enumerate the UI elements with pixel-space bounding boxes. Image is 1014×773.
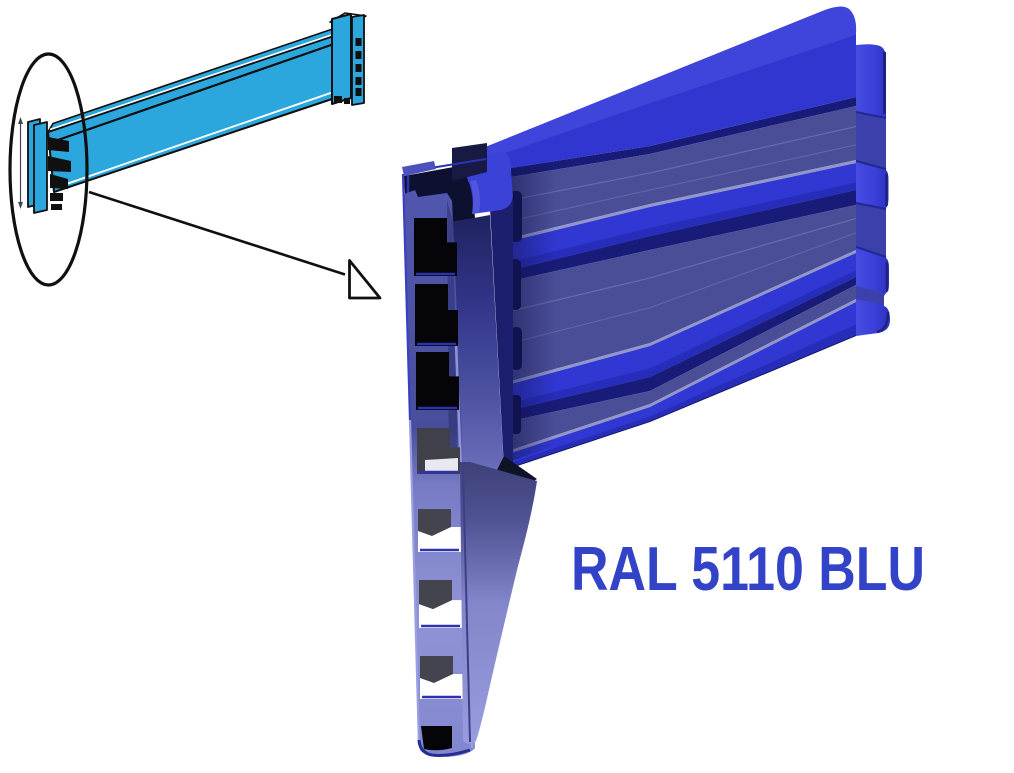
svg-text:RAL 5110 BLU: RAL 5110 BLU <box>571 535 925 604</box>
